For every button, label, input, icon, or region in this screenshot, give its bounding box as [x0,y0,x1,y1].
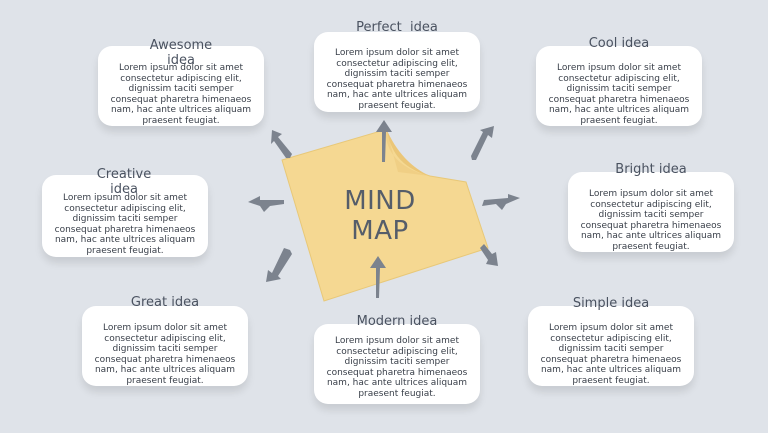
arrow-right-icon [482,194,520,210]
arrow-down-left-icon [266,248,292,282]
arrow-up-right-icon [471,126,494,160]
idea-text-awesome: Lorem ipsum dolor sit amet consectetur a… [110,63,252,126]
idea-card-cool [536,46,702,126]
idea-text-cool: Lorem ipsum dolor sit amet consectetur a… [548,63,690,126]
idea-card-simple [528,306,694,386]
idea-text-creative: Lorem ipsum dolor sit amet consectetur a… [54,193,196,256]
arrow-up-icon [370,256,386,298]
idea-title-great: Great idea [130,295,200,310]
arrow-down-right-icon [480,244,498,266]
idea-card-great [82,306,248,386]
idea-card-awesome [98,46,264,126]
idea-text-simple: Lorem ipsum dolor sit amet consectetur a… [540,323,682,386]
idea-card-modern [314,324,480,404]
idea-title-awesome: Awesome idea [149,38,213,68]
idea-title-bright: Bright idea [615,162,687,177]
idea-text-bright: Lorem ipsum dolor sit amet consectetur a… [580,189,722,252]
idea-text-modern: Lorem ipsum dolor sit amet consectetur a… [326,336,468,399]
idea-card-bright [568,172,734,252]
center-label-line2: MAP [351,216,409,246]
idea-title-cool: Cool idea [588,36,650,51]
idea-card-perfect [314,32,480,112]
center-label-line1: MIND [344,186,416,216]
center-label: MIND MAP [318,186,442,246]
idea-text-great: Lorem ipsum dolor sit amet consectetur a… [94,323,236,386]
idea-title-simple: Simple idea [572,296,650,311]
idea-card-creative [42,175,208,257]
idea-title-modern: Modern idea [356,314,438,329]
idea-text-perfect: Lorem ipsum dolor sit amet consectetur a… [326,48,468,111]
arrow-left-icon [248,196,284,212]
idea-title-creative: Creative idea [96,167,152,197]
arrow-up-left-icon [271,130,292,158]
idea-title-perfect: Perfect idea [356,20,438,35]
arrow-up-icon [376,120,392,162]
